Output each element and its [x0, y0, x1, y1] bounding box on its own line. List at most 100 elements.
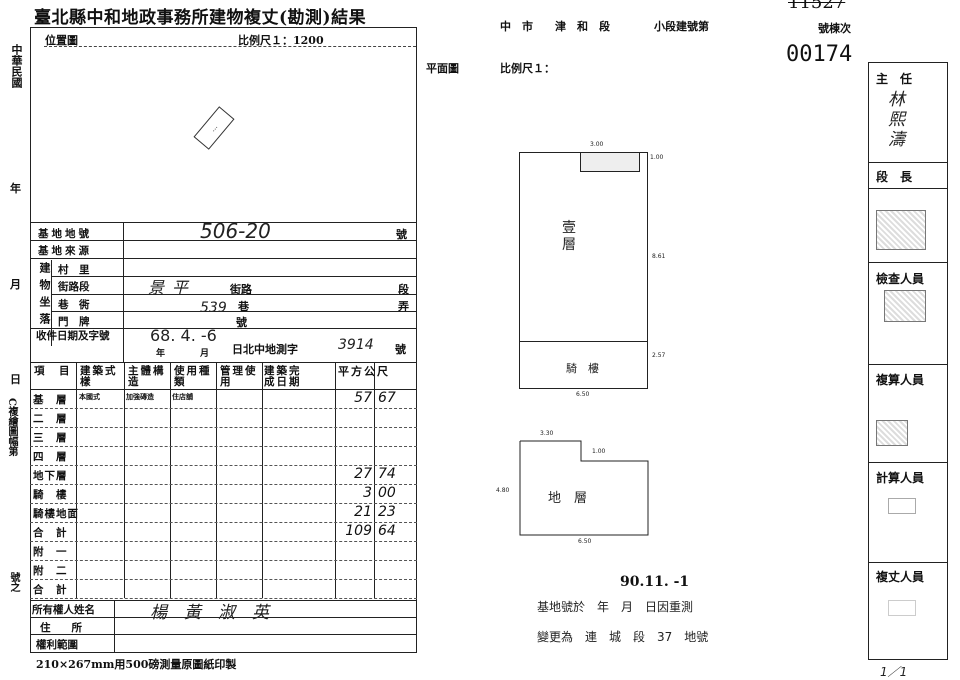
stamp-calculator [888, 498, 916, 514]
table-header: 建築完成日期 [264, 365, 302, 388]
location-map-label: 位置圖 [45, 34, 78, 47]
plan-basement: 地 層 [548, 491, 588, 506]
row-label-building-location: 建物坐落 [38, 262, 51, 330]
row-line [30, 362, 417, 363]
table-row-line [30, 503, 417, 504]
address-label: 住 所 [40, 622, 82, 634]
table-row-area-dec: 23 [378, 504, 396, 520]
table-row-line [30, 598, 417, 599]
table-row-line [30, 522, 417, 523]
dim-base-bottom: 6.50 [578, 538, 592, 545]
table-row-label: 附 二 [33, 565, 68, 577]
row-label-door: 門 牌 [58, 316, 90, 328]
row-line [30, 634, 417, 635]
dim-top: 3.00 [590, 141, 604, 148]
table-col-line [76, 362, 77, 598]
row-label-receipt: 收件日期及字號 [36, 330, 110, 342]
side-label-year: 年 [10, 182, 21, 195]
table-row-area-dec: 64 [378, 523, 396, 539]
street-suffix: 街路 [230, 283, 252, 296]
table-row-area-int: 21 [354, 504, 372, 520]
owner-col-line [114, 600, 115, 653]
sig-rechecker-label: 複算人員 [876, 373, 925, 387]
grid-col-1 [123, 222, 124, 362]
plan-ground-floor: 壹層 [562, 220, 576, 253]
dim-base-small: 1.00 [592, 448, 606, 455]
table-row-label: 騎 樓 [33, 489, 68, 501]
side-label-hao: 號之 [8, 572, 19, 592]
dim-small: 1.00 [650, 154, 664, 161]
owner-value: 楊 黃 淑 英 [150, 603, 269, 623]
sig-inspector-label: 檢查人員 [876, 272, 925, 286]
table-header: 平方公尺 [338, 365, 390, 378]
table-row-label: 三 層 [33, 432, 68, 444]
header-hao: 號棟次 [818, 22, 851, 35]
sig-chief-label: 主 任 [876, 72, 913, 86]
base-lot-unit: 號 [396, 228, 407, 241]
table-row-use: 住店舖 [172, 392, 193, 401]
plan-label: 平面圖 [426, 62, 459, 75]
sig-line [868, 188, 948, 189]
receipt-hao: 號 [395, 343, 406, 356]
row-line [30, 600, 417, 601]
map-bottom-line [30, 222, 417, 223]
table-row-line [30, 579, 417, 580]
table-col-line [262, 362, 263, 598]
form-footer: 210×267mm用500磅測量原圖紙印製 [36, 658, 237, 671]
basement-shape [519, 440, 649, 536]
side-label-day: 日 [10, 373, 21, 386]
plan-arcade: 騎 樓 [566, 362, 599, 375]
table-row-line [30, 465, 417, 466]
table-row-area-int: 27 [354, 466, 372, 482]
table-row-label: 二 層 [33, 413, 68, 425]
table-row-line [30, 541, 417, 542]
table-row-line [30, 427, 417, 428]
sig-section-label: 段 長 [876, 170, 913, 184]
table-row-line [30, 560, 417, 561]
table-row-line [30, 446, 417, 447]
table-row-label: 四 層 [33, 451, 68, 463]
street-duan: 段 [398, 283, 409, 296]
row-line [51, 294, 417, 295]
row-line [30, 258, 417, 259]
rights-label: 權利範圍 [36, 639, 78, 651]
row-line [30, 389, 417, 390]
ground-floor-stair [580, 152, 640, 172]
receipt-date: 68. 4. -6 [150, 326, 217, 345]
top-number: 11527 [788, 0, 846, 13]
dim-base-side: 4.80 [496, 487, 510, 494]
street-value: 景平 [148, 278, 197, 297]
note-line2: 變更為 連 城 段 37 地號 [537, 630, 709, 644]
row-line [51, 276, 417, 277]
dim-side: 8.61 [652, 253, 666, 260]
base-lot-value: 506-20 [200, 219, 271, 243]
note-line1: 基地號於 年 月 日因重測 [537, 600, 694, 614]
sig-line [868, 462, 948, 463]
table-header: 使用種類 [174, 365, 212, 388]
table-row-structure: 加強磚造 [126, 392, 154, 401]
table-header: 建築式樣 [80, 365, 118, 388]
table-row-style: 本國式 [79, 392, 100, 401]
sig-chief-name: 林熙濤 [888, 90, 905, 150]
note-date: 90.11. -1 [620, 574, 690, 590]
receipt-month: 月 [200, 349, 210, 359]
table-col-line [374, 362, 375, 598]
row-line [30, 240, 417, 241]
table-row-area-int: 3 [363, 485, 372, 501]
table-row-label: 基 層 [33, 394, 68, 406]
arcade-divider [519, 341, 648, 342]
row-label-base-lot: 基地地號 [38, 228, 92, 240]
side-label-month: 月 [10, 278, 21, 291]
table-col-line [124, 362, 125, 598]
sig-line [868, 162, 948, 163]
stamp-rechecker [876, 420, 908, 446]
table-row-label: 地下層 [33, 470, 68, 482]
serial-number: 00174 [786, 42, 853, 67]
lane-xiang: 巷 [238, 300, 249, 313]
side-label-year-prefix: 中華民國 [10, 44, 23, 88]
table-col-line [216, 362, 217, 598]
dim-bottom: 6.50 [576, 391, 590, 398]
stamp-inspector [884, 290, 926, 322]
table-row-area-dec: 74 [378, 466, 396, 482]
scale-label: 比例尺１： [500, 62, 555, 75]
